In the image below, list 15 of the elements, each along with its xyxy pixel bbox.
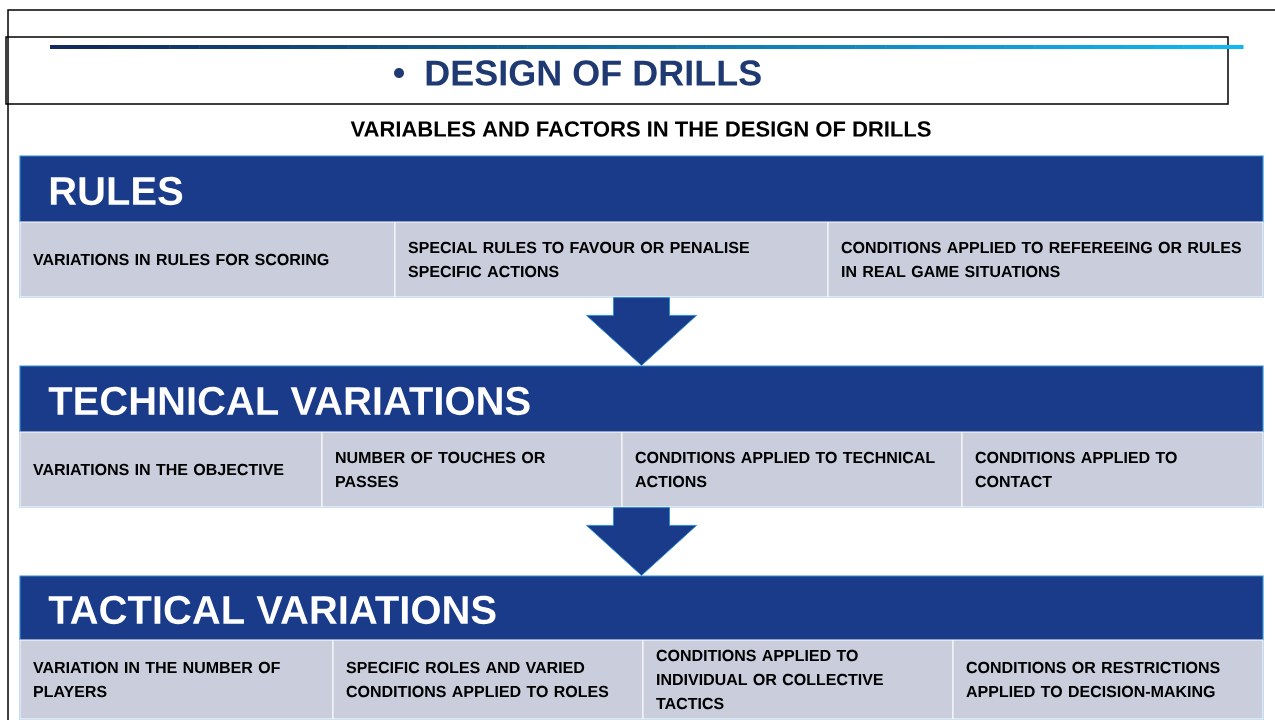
variable-cell: NUMBER OF TOUCHES OR PASSES [321, 431, 623, 508]
variable-cell: CONDITIONS APPLIED TO TECHNICAL ACTIONS [621, 431, 963, 508]
variable-cell: CONDITIONS OR RESTRICTIONS APPLIED TO DECISION-MAKING [952, 639, 1264, 720]
variable-cell: CONDITIONS APPLIED TO CONTACT [961, 431, 1264, 508]
variable-cell: VARIATIONS IN RULES FOR SCORING [19, 221, 396, 298]
variable-cell: VARIATIONS IN THE OBJECTIVE [19, 431, 323, 508]
variable-cell: SPECIFIC ROLES AND VARIED CONDITIONS APPLIED TO ROLES [332, 639, 644, 720]
title: DESIGN OF DRILLS [426, 60, 761, 86]
variable-cell: CONDITIONS APPLIED TO REFEREEING OR RULES IN REAL GAME SITUATIONS [827, 221, 1264, 298]
subtitle: VARIABLES AND FACTORS IN THE DESIGN OF DRILLS [350, 121, 931, 137]
variable-cell: VARIATION IN THE NUMBER OF PLAYERS [19, 639, 334, 720]
variable-cell: CONDITIONS APPLIED TO INDIVIDUAL OR COLLECTIVE TACTICS [642, 639, 954, 720]
variable-cell: SPECIAL RULES TO FAVOUR OR PENALISE SPECIFIC ACTIONS [394, 221, 829, 298]
block-arrow [586, 507, 697, 576]
block-arrow [586, 297, 697, 366]
